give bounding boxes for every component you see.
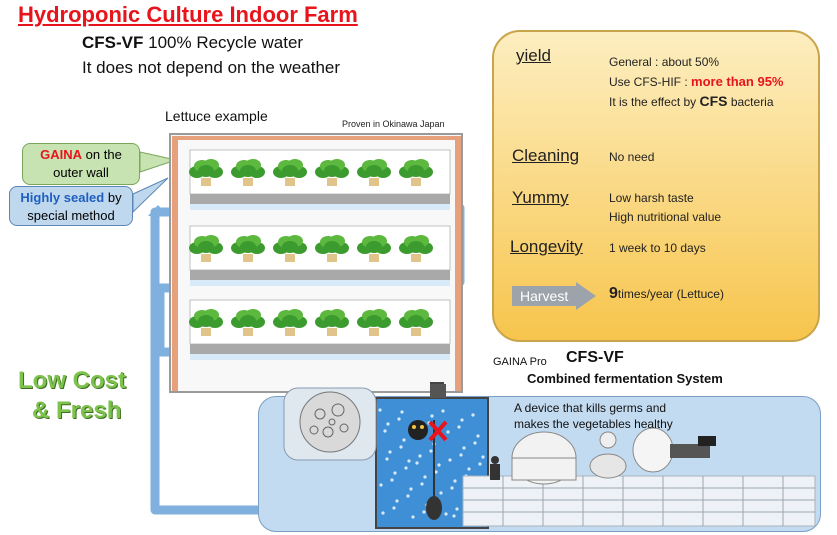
device-illustration [283, 384, 816, 529]
gaina-text2: outer wall [53, 165, 109, 180]
subtitle-brand: CFS-VF [82, 33, 144, 52]
slogan: Low Cost & Fresh [18, 366, 126, 426]
lettuce-plant-icon [231, 235, 265, 262]
plant-equipment-icon [462, 427, 816, 527]
sealed-highlight: Highly sealed [20, 190, 105, 205]
gaina-wall-right [455, 136, 461, 391]
longevity-label: Longevity [510, 237, 583, 256]
harvest-rest: times/year (Lettuce) [617, 287, 724, 301]
yield-line2: Use CFS-HIF : more than 95% [609, 72, 784, 92]
yummy-line2: High nutritional value [609, 210, 722, 224]
bacteria-magnified-icon [299, 391, 361, 453]
yield-highlight: more than 95% [691, 74, 784, 89]
yield-line3-prefix: It is the effect by [609, 95, 700, 109]
lettuce-plants [189, 159, 433, 336]
lettuce-plant-icon [357, 159, 391, 186]
gaina-callout: GAINA on the outer wall [22, 143, 140, 185]
lettuce-plant-icon [315, 309, 349, 336]
system-subtitle: Combined fermentation System [527, 371, 723, 386]
harvest-label: Harvest [520, 288, 569, 304]
lettuce-plant-icon [231, 159, 265, 186]
yummy-values: Low harsh taste High nutritional value [609, 189, 721, 227]
proven-label: Proven in Okinawa Japan [342, 119, 445, 129]
aerator [426, 496, 442, 520]
subtitle-line1: CFS-VF 100% Recycle water [82, 33, 303, 53]
slogan-line1: Low Cost [18, 367, 126, 394]
subtitle-line2: It does not depend on the weather [82, 58, 341, 77]
lettuce-plant-icon [399, 235, 433, 262]
yummy-label: Yummy [512, 188, 569, 207]
system-name: CFS-VF [566, 349, 624, 366]
gaina-text1: on the [82, 147, 122, 162]
slogan-line2: & Fresh [32, 397, 122, 424]
lettuce-plant-icon [189, 159, 223, 186]
yield-cfs: CFS [699, 93, 728, 109]
lettuce-plant-icon [399, 159, 433, 186]
yield-label: yield [516, 46, 551, 65]
lettuce-plant-icon [273, 235, 307, 262]
sealed-text2: special method [27, 208, 115, 223]
lettuce-plant-icon [315, 235, 349, 262]
lettuce-plant-icon [273, 159, 307, 186]
gaina-highlight: GAINA [40, 147, 83, 162]
lettuce-plant-icon [231, 309, 265, 336]
yield-line3-suffix: bacteria [727, 95, 774, 109]
cleaning-label: Cleaning [512, 146, 580, 165]
longevity-value: 1 week to 10 days [609, 241, 706, 255]
lettuce-plant-icon [189, 235, 223, 262]
yummy-line1: Low harsh taste [609, 191, 694, 205]
cleaning-value: No need [609, 150, 655, 164]
example-label: Lettuce example [165, 108, 268, 124]
lettuce-plant-icon [315, 159, 349, 186]
harvest-number: 9 [609, 285, 618, 302]
lettuce-plant-icon [273, 309, 307, 336]
harvest-arrow-icon [512, 282, 596, 310]
page-title: Hydroponic Culture Indoor Farm [18, 2, 358, 27]
system-brand: GAINA Pro [493, 356, 547, 368]
gaina-wall-left [172, 136, 178, 391]
device-description: A device that kills germs and makes the … [514, 400, 673, 432]
device-line1: A device that kills germs and [514, 401, 667, 415]
yield-line1: General : about 50% [609, 55, 720, 69]
lettuce-plant-icon [399, 309, 433, 336]
germ-icon [408, 420, 428, 440]
yield-values: General : about 50% Use CFS-HIF : more t… [609, 53, 784, 112]
harvest-value: 9times/year (Lettuce) [609, 285, 724, 303]
lettuce-plant-icon [189, 309, 223, 336]
yield-line3: It is the effect by CFS bacteria [609, 92, 784, 112]
subtitle-recycle: 100% Recycle water [143, 33, 304, 52]
gaina-wall-top [172, 136, 460, 140]
lettuce-plant-icon [357, 309, 391, 336]
device-line2: makes the vegetables healthy [514, 417, 673, 431]
lettuce-plant-icon [357, 235, 391, 262]
sealed-callout: Highly sealed by special method [9, 186, 133, 226]
sealed-text1: by [104, 190, 122, 205]
yield-line2-prefix: Use CFS-HIF : [609, 75, 692, 89]
tank-inlet [430, 384, 446, 398]
